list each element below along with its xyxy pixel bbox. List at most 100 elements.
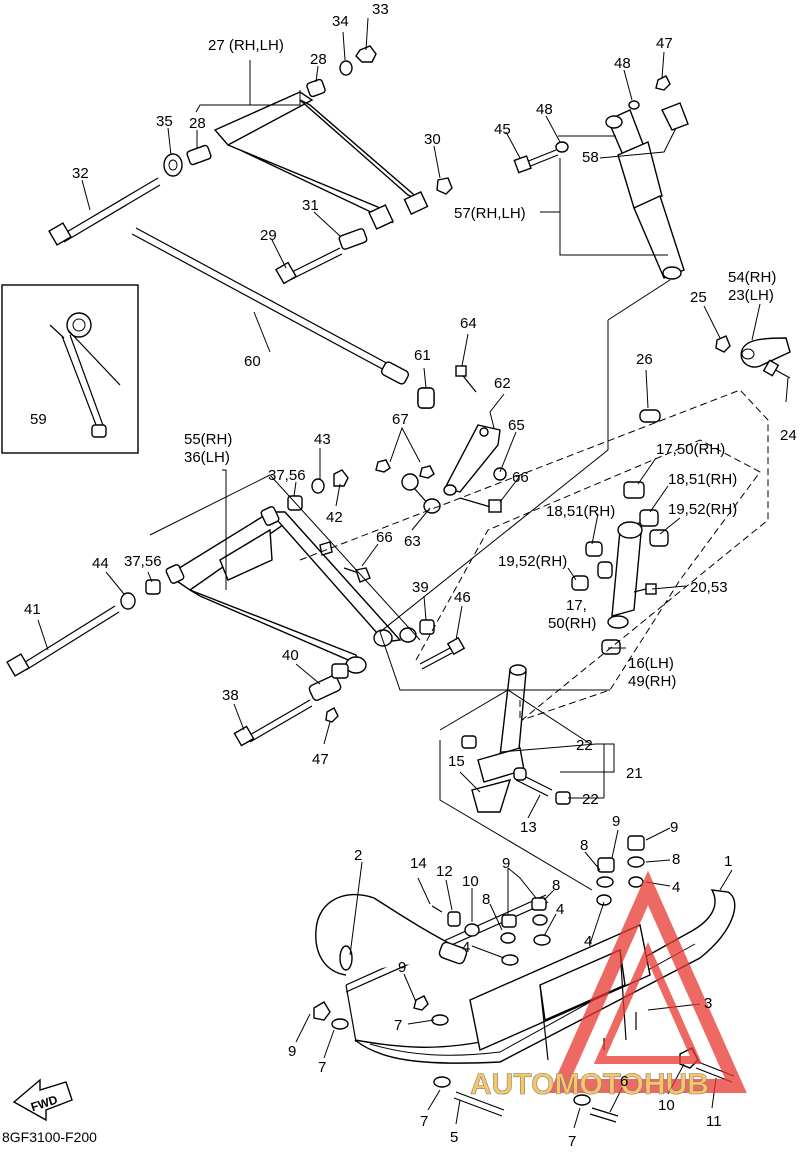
- part-label: 66: [512, 469, 529, 486]
- part-label: 64: [460, 315, 477, 332]
- part-label: 47: [312, 751, 329, 768]
- lower-arm-hardware: [6, 469, 466, 747]
- part-label: 38: [222, 687, 239, 704]
- part-label: 55(RH): [184, 431, 232, 448]
- part-label: 41: [24, 601, 41, 618]
- part-label: 10: [462, 873, 479, 890]
- part-label: 29: [260, 227, 277, 244]
- tie-rod: [131, 227, 435, 409]
- part-label: 9: [502, 855, 510, 872]
- part-label: 8: [552, 877, 560, 894]
- part-label: 8: [580, 837, 588, 854]
- part-label: 58: [582, 149, 599, 166]
- part-label: 47: [656, 35, 673, 52]
- part-label: 35: [156, 113, 173, 130]
- part-label: 23(LH): [728, 287, 774, 304]
- part-label: 19,52(RH): [498, 553, 567, 570]
- part-label: 4: [672, 879, 680, 896]
- part-label: 22: [576, 737, 593, 754]
- part-label: 10: [658, 1097, 675, 1114]
- part-label: 8: [482, 891, 490, 908]
- part-label: 36(LH): [184, 449, 230, 466]
- part-label: 25: [690, 289, 707, 306]
- part-label: 27 (RH,LH): [208, 37, 284, 54]
- part-label: 65: [508, 417, 525, 434]
- part-label: 44: [92, 555, 109, 572]
- part-label: 9: [398, 959, 406, 976]
- part-label: 15: [448, 753, 465, 770]
- part-label: 26: [636, 351, 653, 368]
- part-label: 2: [354, 847, 362, 864]
- part-label: 21: [626, 765, 643, 782]
- lower-a-arm: [165, 506, 417, 674]
- part-label: 8: [672, 851, 680, 868]
- part-label: 49(RH): [628, 673, 676, 690]
- watermark-text: AUTOMOTOHUB: [470, 1068, 709, 1101]
- part-label: 4: [462, 939, 470, 956]
- part-label: 19,52(RH): [668, 501, 737, 518]
- part-label: 62: [494, 375, 511, 392]
- inset-detail: [1, 284, 139, 454]
- part-label: 5: [450, 1129, 458, 1146]
- part-label: 31: [302, 197, 319, 214]
- part-label: 63: [404, 533, 421, 550]
- part-label: 9: [670, 819, 678, 836]
- part-label: 40: [282, 647, 299, 664]
- part-label: 14: [410, 855, 427, 872]
- part-label: 16(LH): [628, 655, 674, 672]
- part-label: 42: [326, 509, 343, 526]
- part-label: 39: [412, 579, 429, 596]
- part-label: 54(RH): [728, 269, 776, 286]
- part-label: 48: [614, 55, 631, 72]
- part-label: 20,53: [690, 579, 728, 596]
- part-label: 9: [288, 1043, 296, 1060]
- ski-saddle: [469, 924, 651, 1061]
- ski-loop: [315, 893, 468, 976]
- dashed-guides: [299, 279, 769, 721]
- diagram-code: 8GF3100-F200: [2, 1129, 97, 1145]
- part-label: 7: [420, 1113, 428, 1130]
- part-label: 22: [582, 791, 599, 808]
- part-label: 7: [568, 1133, 576, 1148]
- part-label: 59: [30, 411, 47, 428]
- part-label: 17,50(RH): [656, 441, 725, 458]
- shock-absorber: [513, 75, 689, 280]
- link-assembly: [375, 365, 507, 514]
- part-label: 24: [780, 427, 797, 444]
- part-label: 1: [724, 853, 732, 870]
- part-label: 7: [394, 1017, 402, 1034]
- part-label: 66: [376, 529, 393, 546]
- part-label: 6: [620, 1073, 628, 1090]
- part-label: 33: [372, 1, 389, 18]
- part-label: 61: [414, 347, 431, 364]
- upper-arm-hardware: [48, 45, 453, 285]
- spindle: [571, 409, 669, 655]
- part-label: 30: [424, 131, 441, 148]
- leader-lines: [37, 17, 789, 1129]
- part-label: 3: [704, 995, 712, 1012]
- steering-arm: [715, 335, 791, 379]
- part-label: 17,: [566, 597, 587, 614]
- part-label: 18,51(RH): [668, 471, 737, 488]
- part-label: 4: [584, 933, 592, 950]
- part-label: 37,56: [268, 467, 306, 484]
- part-label: 57(RH,LH): [454, 205, 526, 222]
- part-label: 11: [706, 1113, 722, 1130]
- part-label: 18,51(RH): [546, 503, 615, 520]
- part-label: 48: [536, 101, 553, 118]
- ski-hardware: [313, 835, 735, 1123]
- watermark-logo: AUTOMOTOHUB: [470, 870, 747, 1101]
- part-label: 9: [612, 813, 620, 830]
- part-label: 45: [494, 121, 511, 138]
- part-label: 37,56: [124, 553, 162, 570]
- steering-column: [439, 664, 593, 891]
- part-label: 67: [392, 411, 409, 428]
- fwd-arrow: FWD: [12, 1078, 73, 1122]
- part-label: 43: [314, 431, 331, 448]
- part-label: 13: [520, 819, 537, 836]
- part-label: 32: [72, 165, 89, 182]
- part-label: 12: [436, 863, 453, 880]
